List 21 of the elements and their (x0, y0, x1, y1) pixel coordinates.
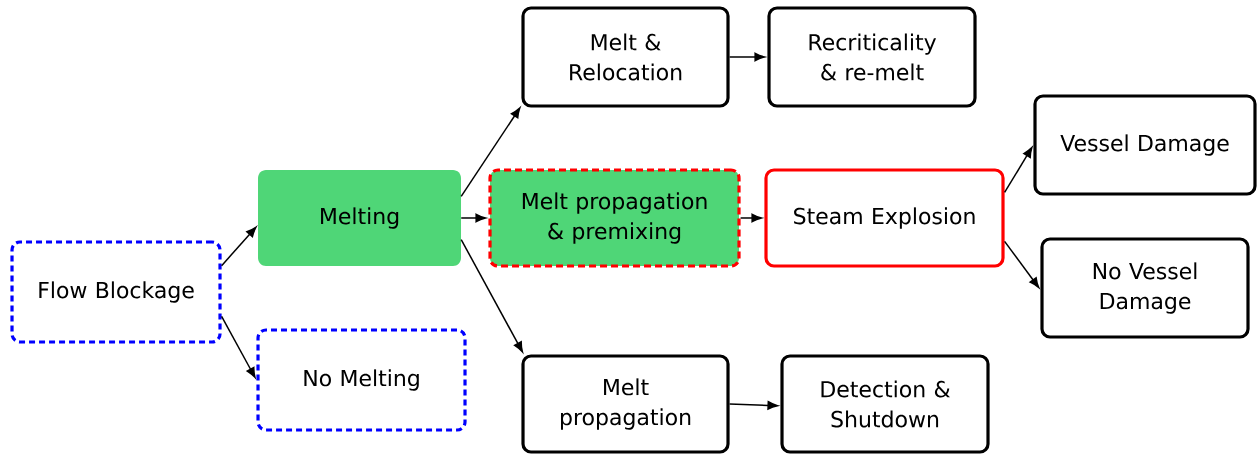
process-box: Detection & Shutdown (780, 354, 990, 454)
arrow (728, 52, 766, 62)
process-box: Melt propagation & premixing (488, 168, 741, 268)
arrow (460, 213, 487, 223)
arrow (460, 238, 524, 353)
arrow (220, 226, 257, 267)
process-box: Recriticality & re-melt (767, 6, 977, 108)
arrow (460, 107, 521, 198)
process-box: Vessel Damage (1033, 94, 1257, 196)
process-box: Steam Explosion (764, 168, 1005, 268)
arrow (728, 400, 779, 410)
arrow (220, 315, 256, 379)
arrow (1003, 146, 1033, 194)
process-box: Melt & Relocation (521, 6, 730, 108)
arrow (1003, 240, 1040, 289)
process-box: Melt propagation (521, 354, 730, 454)
arrow (739, 213, 763, 223)
dotted-box: No Melting (256, 328, 467, 432)
process-box: Melting (258, 170, 461, 266)
process-box: No Vessel Damage (1040, 237, 1250, 339)
dotted-box: Flow Blockage (10, 240, 222, 344)
